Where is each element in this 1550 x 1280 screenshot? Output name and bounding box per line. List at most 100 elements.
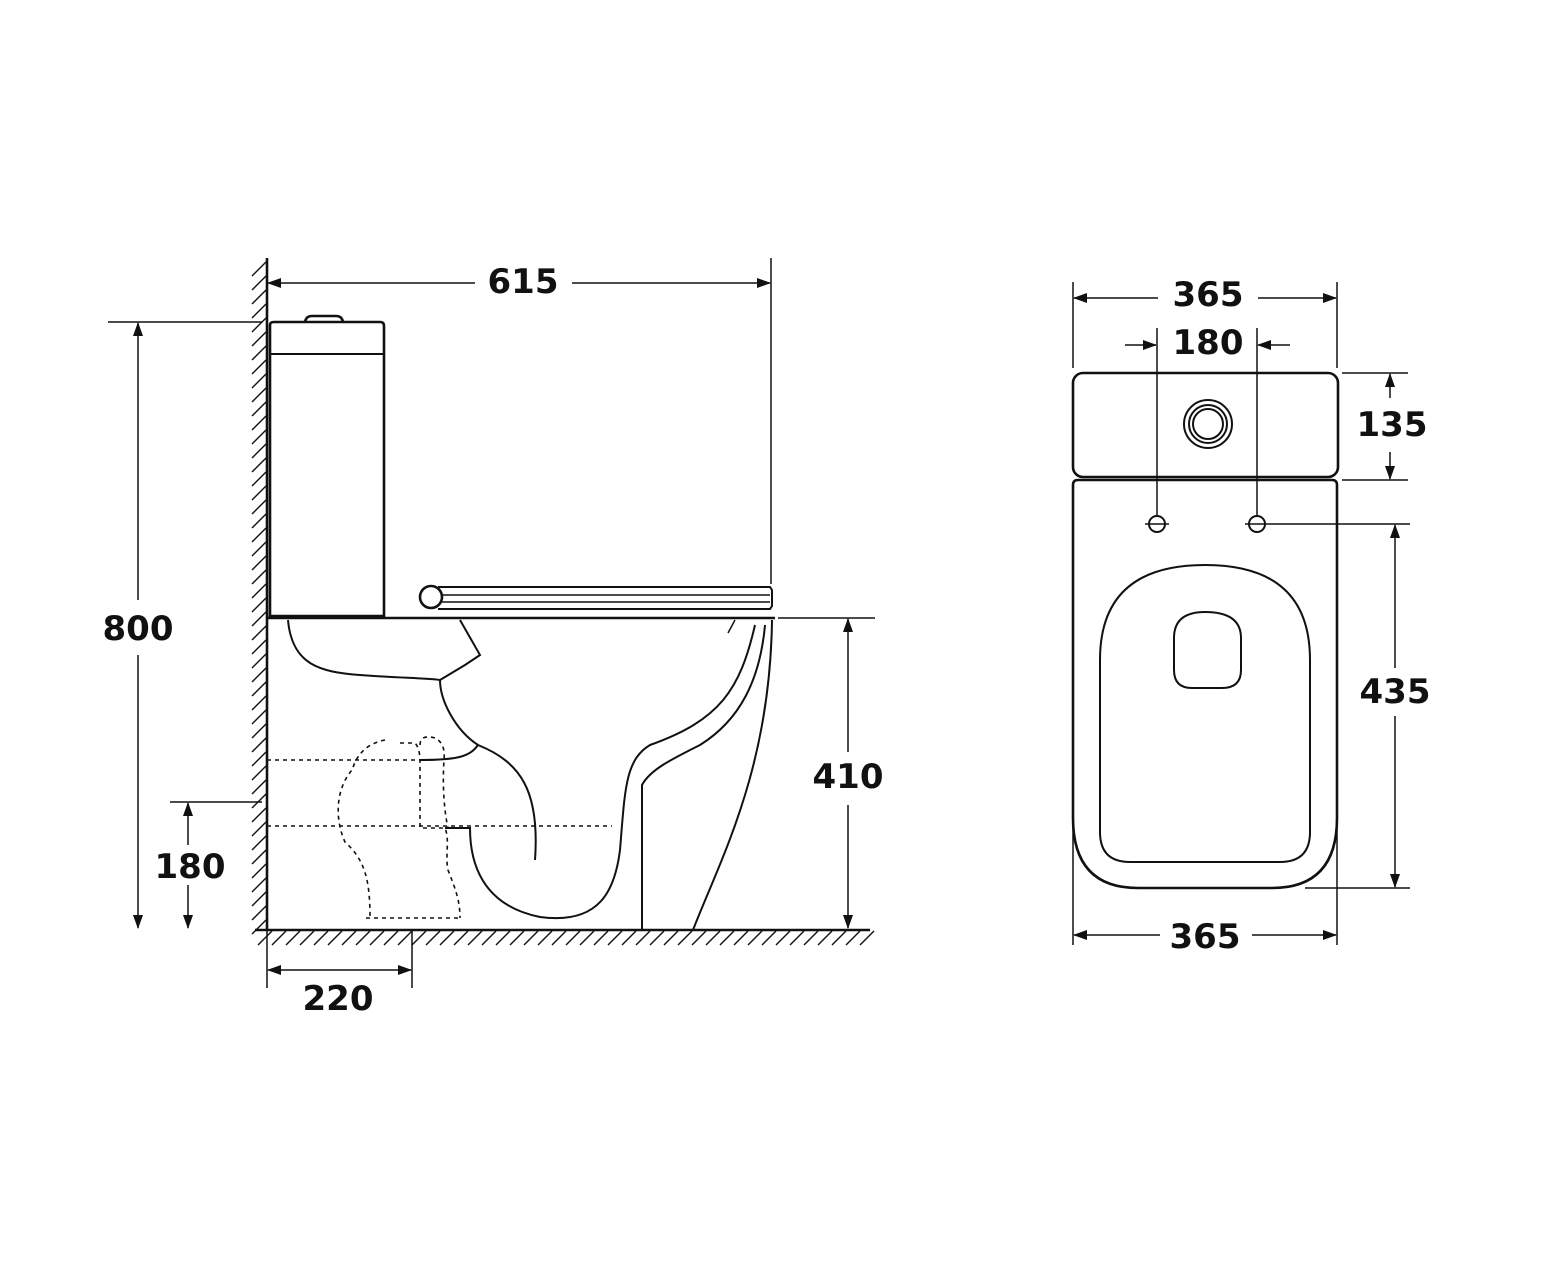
floor-hatch-stroke [411, 930, 427, 946]
floor-hatch [257, 930, 875, 946]
wall-hatch-stroke [251, 387, 267, 403]
floor-hatch-stroke [733, 930, 749, 946]
wall-hatch-stroke [251, 639, 267, 655]
wall-hatch-stroke [251, 485, 267, 501]
floor-hatch-stroke [509, 930, 525, 946]
floor-hatch-stroke [649, 930, 665, 946]
floor-hatch-stroke [327, 930, 343, 946]
dim-365-bottom-label: 365 [1170, 917, 1241, 957]
dim-180-side: 180 [155, 801, 262, 929]
wall-hatch-stroke [251, 499, 267, 515]
fixing-hole-icon [1245, 515, 1269, 533]
cistern-side [268, 314, 386, 618]
top-view: 365 180 135 435 365 [1071, 275, 1431, 957]
floor-hatch-stroke [859, 930, 875, 946]
flush-button-icon [1183, 399, 1233, 449]
floor-hatch-stroke [817, 930, 833, 946]
floor-hatch-stroke [551, 930, 567, 946]
dim-135: 135 [1342, 372, 1427, 481]
hinge-icon [418, 584, 444, 610]
wall-hatch-stroke [251, 597, 267, 613]
wall-hatch-stroke [251, 429, 267, 445]
wall-hatch-stroke [251, 919, 267, 935]
wall-hatch-stroke [251, 625, 267, 641]
dim-800: 800 [103, 321, 262, 929]
side-view: 615 800 180 410 220 [103, 258, 883, 1019]
floor-hatch-stroke [677, 930, 693, 946]
floor-hatch-stroke [663, 930, 679, 946]
dim-615: 615 [267, 258, 772, 584]
wall-hatch-stroke [251, 261, 267, 277]
floor-hatch-stroke [635, 930, 651, 946]
wall-hatch-stroke [251, 345, 267, 361]
wall-hatch-stroke [251, 513, 267, 529]
flush-button-side-icon [303, 314, 345, 323]
floor-hatch-stroke [257, 930, 273, 946]
floor-hatch-stroke [453, 930, 469, 946]
wall [251, 258, 269, 935]
floor-hatch-stroke [383, 930, 399, 946]
wall-hatch-stroke [251, 289, 267, 305]
wall-hatch-stroke [251, 457, 267, 473]
wall-hatch-stroke [251, 849, 267, 865]
dim-800-label: 800 [103, 609, 174, 649]
floor-hatch-stroke [341, 930, 357, 946]
floor-hatch-stroke [369, 930, 385, 946]
floor-hatch-stroke [537, 930, 553, 946]
wall-hatch-stroke [251, 681, 267, 697]
fixing-hole-icon [1145, 515, 1169, 533]
wall-hatch-stroke [251, 275, 267, 291]
dim-180-side-label: 180 [155, 847, 226, 887]
wall-hatch-stroke [251, 373, 267, 389]
wall-hatch-stroke [251, 779, 267, 795]
dim-365-top: 365 [1072, 275, 1338, 368]
dim-180-top: 180 [1125, 323, 1290, 363]
floor [255, 928, 875, 946]
wall-hatch-stroke [251, 415, 267, 431]
wall-hatch-stroke [251, 541, 267, 557]
wall-hatch-stroke [251, 695, 267, 711]
floor-hatch-stroke [523, 930, 539, 946]
dim-365-bottom: 365 [1072, 818, 1338, 957]
floor-hatch-stroke [775, 930, 791, 946]
bowl-top-outline [1071, 478, 1339, 890]
wall-hatch-stroke [251, 331, 267, 347]
floor-hatch-stroke [271, 930, 287, 946]
floor-hatch-stroke [495, 930, 511, 946]
floor-hatch-stroke [299, 930, 315, 946]
floor-hatch-stroke [425, 930, 441, 946]
wall-hatch-stroke [251, 905, 267, 921]
wall-hatch-stroke [251, 835, 267, 851]
floor-hatch-stroke [565, 930, 581, 946]
floor-hatch-stroke [593, 930, 609, 946]
floor-hatch-stroke [789, 930, 805, 946]
floor-hatch-stroke [355, 930, 371, 946]
dim-615-label: 615 [488, 262, 559, 302]
wall-hatch-stroke [251, 401, 267, 417]
wall-hatch-stroke [251, 583, 267, 599]
floor-hatch-stroke [467, 930, 483, 946]
floor-hatch-stroke [397, 930, 413, 946]
wall-hatch-stroke [251, 793, 267, 809]
dim-435-label: 435 [1360, 672, 1431, 712]
wall-hatch-stroke [251, 317, 267, 333]
wall-hatch [251, 261, 267, 935]
floor-hatch-stroke [761, 930, 777, 946]
bowl-body [267, 619, 773, 931]
floor-hatch-stroke [719, 930, 735, 946]
floor-hatch-stroke [691, 930, 707, 946]
wall-hatch-stroke [251, 737, 267, 753]
floor-hatch-stroke [831, 930, 847, 946]
floor-hatch-stroke [285, 930, 301, 946]
wall-hatch-stroke [251, 359, 267, 375]
dim-180-top-label: 180 [1173, 323, 1244, 363]
dim-435: 435 [1305, 524, 1431, 889]
wall-hatch-stroke [251, 807, 267, 823]
wall-hatch-stroke [251, 751, 267, 767]
wall-hatch-stroke [251, 471, 267, 487]
floor-hatch-stroke [705, 930, 721, 946]
floor-hatch-stroke [481, 930, 497, 946]
seat-opening [1099, 563, 1311, 863]
wall-hatch-stroke [251, 443, 267, 459]
